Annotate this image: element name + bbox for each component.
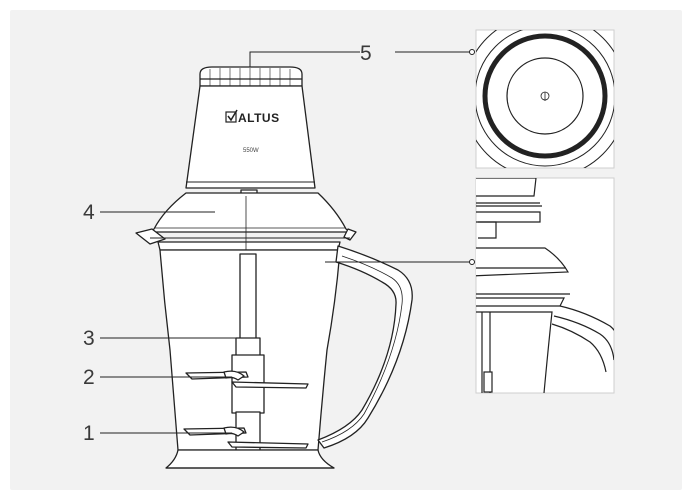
callout-1-number: 1 [83,422,95,445]
callout-5-marker [469,49,475,55]
detail-side-view [475,177,615,394]
bowl-base [165,449,335,469]
callout-2-number: 2 [83,366,95,389]
brand-name: ALTUS [238,111,280,125]
brand-logo: ALTUS 550W [225,109,280,154]
chopper-main [135,66,413,469]
bowl-handle [317,245,413,449]
wattage-label: 550W [243,148,259,154]
motor-housing [185,85,316,189]
callout-lines [100,51,470,434]
callout-5-number: 5 [360,42,372,65]
detail-link-marker [469,259,475,265]
callout-3-number: 3 [83,327,95,350]
top-cap [199,66,303,87]
callout-4-number: 4 [83,201,95,224]
detail-top-view [475,29,615,169]
callout-5-line [249,51,360,67]
